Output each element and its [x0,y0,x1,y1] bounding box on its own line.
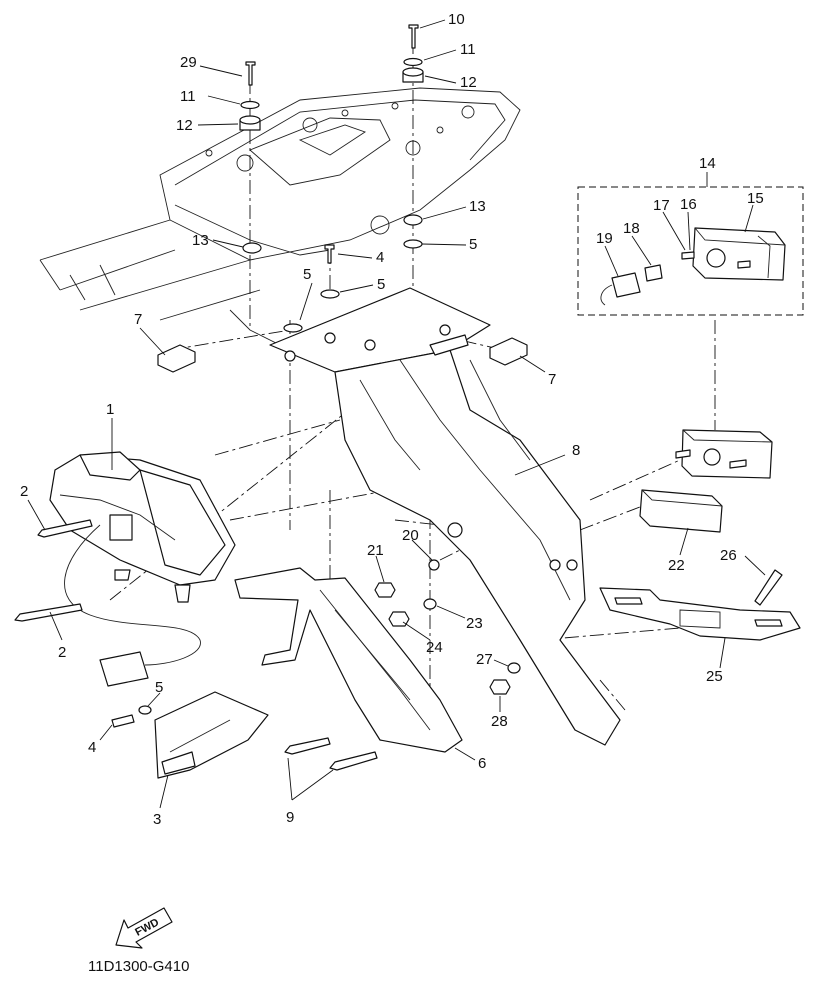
callout-5c: 5 [377,276,385,293]
callout-25: 25 [706,668,723,685]
callout-1: 1 [106,401,114,418]
callout-19: 19 [596,230,613,247]
callout-14: 14 [699,155,716,172]
callout-5b: 5 [303,266,311,283]
callout-9: 9 [286,809,294,826]
tail-light [49,451,236,687]
license-light-kit-box [577,186,804,316]
kit-contents [600,227,786,306]
callouts: 1 2 2 3 4 4 5 5 5 5 6 7 7 8 9 10 11 11 1… [20,11,764,828]
callout-3: 3 [153,811,161,828]
callout-22: 22 [668,557,685,574]
callout-6: 6 [478,755,486,772]
callout-4a: 4 [88,739,96,756]
license-light-housing [675,429,773,479]
callout-27: 27 [476,651,493,668]
bolt-part26 [754,569,783,606]
bolts-part9 [284,737,378,771]
callout-7b: 7 [548,371,556,388]
license-plate-bracket [599,587,801,641]
fwd-arrow-icon: FWD [115,907,173,949]
callout-29: 29 [180,54,197,71]
callout-leaders [27,19,766,809]
screws-part2 [14,519,93,622]
callout-5a: 5 [155,679,163,696]
callout-17: 17 [653,197,670,214]
callout-21: 21 [367,542,384,559]
callout-12b: 12 [460,74,477,91]
callout-11a: 11 [180,88,196,105]
side-bracket [234,567,463,753]
callout-15: 15 [747,190,764,207]
screw-washer-lower [111,705,152,728]
callout-24: 24 [426,639,443,656]
nuts-washers [374,559,521,695]
callout-2a: 2 [20,483,28,500]
reflector [639,489,723,533]
rear-fender-bracket [269,287,621,746]
callout-26: 26 [720,547,737,564]
callout-11b: 11 [460,41,476,58]
callout-7a: 7 [134,311,142,328]
callout-23: 23 [466,615,483,632]
callout-12a: 12 [176,117,193,134]
callout-10: 10 [448,11,465,28]
callout-18: 18 [623,220,640,237]
callout-20: 20 [402,527,419,544]
callout-5d: 5 [469,236,477,253]
lower-cover-bracket [154,691,269,779]
callout-8: 8 [572,442,580,459]
callout-13a: 13 [192,232,209,249]
hardware-frame-top [239,24,424,333]
drawing-code: 11D1300-G410 [88,958,190,975]
callout-4b: 4 [376,249,384,266]
callout-16: 16 [680,196,697,213]
clips [157,337,528,373]
callout-2b: 2 [58,644,66,661]
callout-13b: 13 [469,198,486,215]
callout-28: 28 [491,713,508,730]
